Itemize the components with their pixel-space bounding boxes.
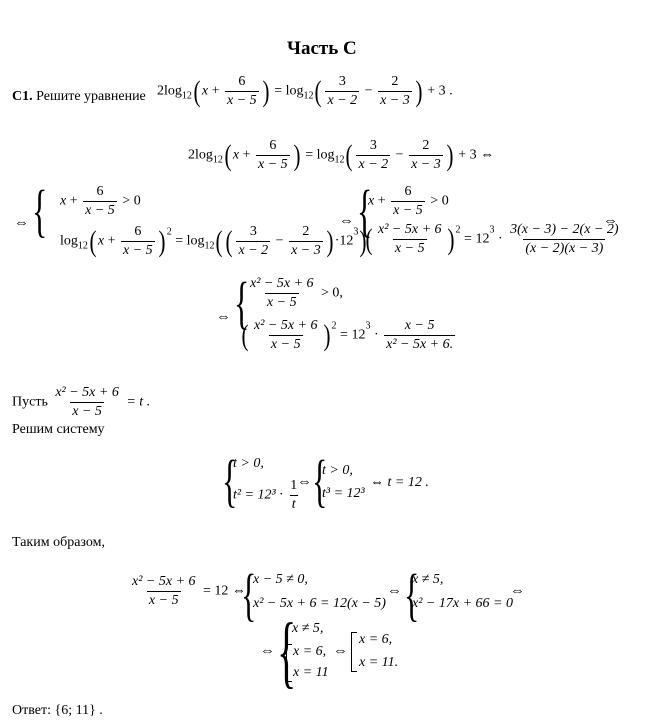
iff-symbol: ⇔ (333, 643, 348, 659)
iff-symbol: ⇔ (603, 213, 618, 229)
page-title: Часть С (287, 38, 357, 59)
iff-symbol: ⇔ (387, 583, 402, 599)
thus-label: Таким образом, (12, 535, 105, 550)
t-system2-line2: t³ = 12³ (322, 486, 365, 501)
system-brace: { (404, 562, 420, 627)
system-brace: { (32, 178, 48, 243)
iff-symbol: ⇔ (339, 213, 354, 229)
iff-symbol: ⇔ (260, 643, 275, 659)
final-system1-line1: x − 5 ≠ 0, (253, 572, 308, 587)
problem-text: Решите уравнение (36, 89, 146, 104)
system-brace: { (222, 448, 238, 513)
system-brace: { (241, 562, 257, 627)
problem-statement: С1. Решите уравнение (12, 89, 146, 105)
final-system3-line1: x ≠ 5, (292, 621, 324, 636)
final-system2-line1: x ≠ 5, (412, 572, 444, 587)
t-result: ⇔ t = 12 . (370, 475, 429, 490)
iff-symbol: ⇔ (297, 474, 312, 490)
final-result-line1: x = 6, (359, 632, 393, 647)
set-bracket (286, 644, 292, 682)
t-system-line1: t > 0, (233, 456, 264, 471)
solve-system-label: Решим систему (12, 422, 105, 437)
iff-symbol: ⇔ (510, 583, 525, 599)
final-system2-line2: x² − 17x + 66 = 0 (412, 596, 513, 611)
set-bracket (351, 632, 357, 672)
system-brace: { (234, 270, 250, 335)
final-system3-line3: x = 11 (293, 665, 329, 680)
final-system3-line2: x = 6, (293, 644, 327, 659)
system-brace: { (312, 448, 328, 513)
final-result-line2: x = 11. (359, 655, 399, 670)
iff-symbol: ⇔ (216, 309, 231, 325)
final-system1-line2: x² − 5x + 6 = 12(x − 5) (253, 596, 386, 611)
answer-line: Ответ: {6; 11} . (12, 703, 103, 718)
t-system2-line1: t > 0, (322, 463, 353, 478)
problem-label: С1. (12, 89, 33, 104)
system-brace: { (357, 178, 373, 243)
iff-symbol: ⇔ (14, 215, 29, 231)
